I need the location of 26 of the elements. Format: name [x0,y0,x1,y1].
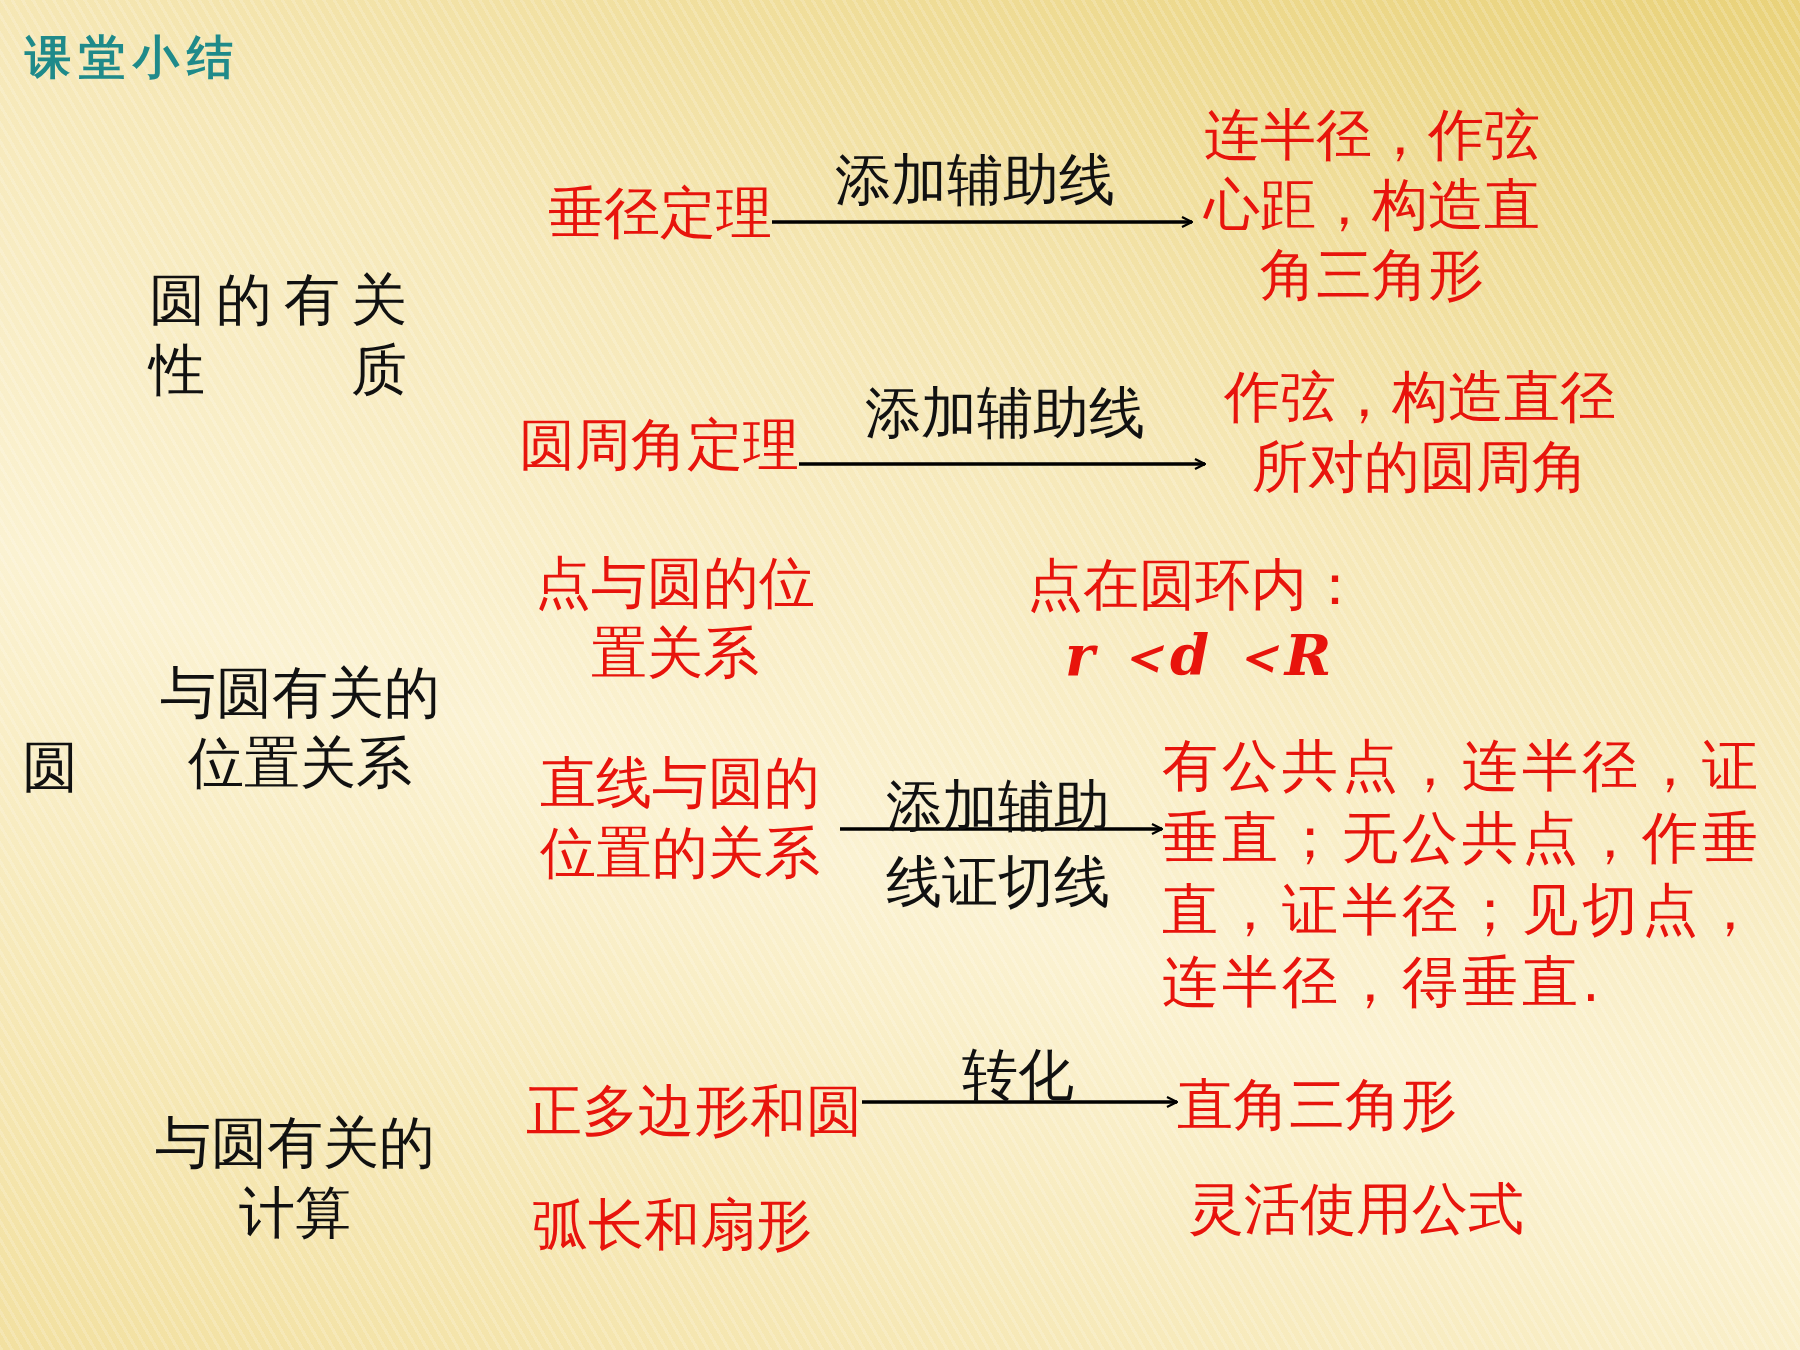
side-label: 与圆有关的计算 [154,1109,436,1247]
concept-text: 作弦，构造直径所对的圆周角 [1205,362,1635,502]
concept-text: 直角三角形 [1177,1070,1457,1140]
slide-title: 课堂小结 [25,29,241,86]
concept-text: 正多边形和圆 [526,1076,862,1146]
topic-text: 灵活使用公式 [1188,1175,1524,1243]
side-label: 圆的有关性质 [149,266,411,404]
side-label: 与圆有关的位置关系 [159,659,441,797]
topic-text: 弧长和扇形 [532,1191,812,1259]
arrow [799,457,1207,471]
edge-label: 添加辅助线 [835,146,1115,214]
edge-label: 转化 [962,1041,1074,1109]
concept-text: 圆周角定理 [519,410,799,480]
topic-text: 点在圆环内： [1027,551,1363,619]
inequality-text: r ＜d ＜R [1065,621,1332,690]
edge-label: 添加辅助线 [865,379,1145,447]
arrow [862,1095,1179,1109]
concept-text: 连半径，作弦心距，构造直角三角形 [1192,100,1552,310]
concept-text: 直线与圆的位置的关系 [540,748,840,888]
concept-text: 垂径定理 [548,178,772,248]
arrow [772,215,1194,229]
concept-text: 有公共点，连半径，证垂直；无公共点，作垂直，证半径；见切点，连半径，得垂直. [1162,730,1782,1018]
edge-label: 添加辅助线证切线 [886,772,1111,916]
arrow [840,822,1164,836]
side-label: 圆 [22,733,78,801]
topic-text: 点与圆的位置关系 [534,549,816,687]
